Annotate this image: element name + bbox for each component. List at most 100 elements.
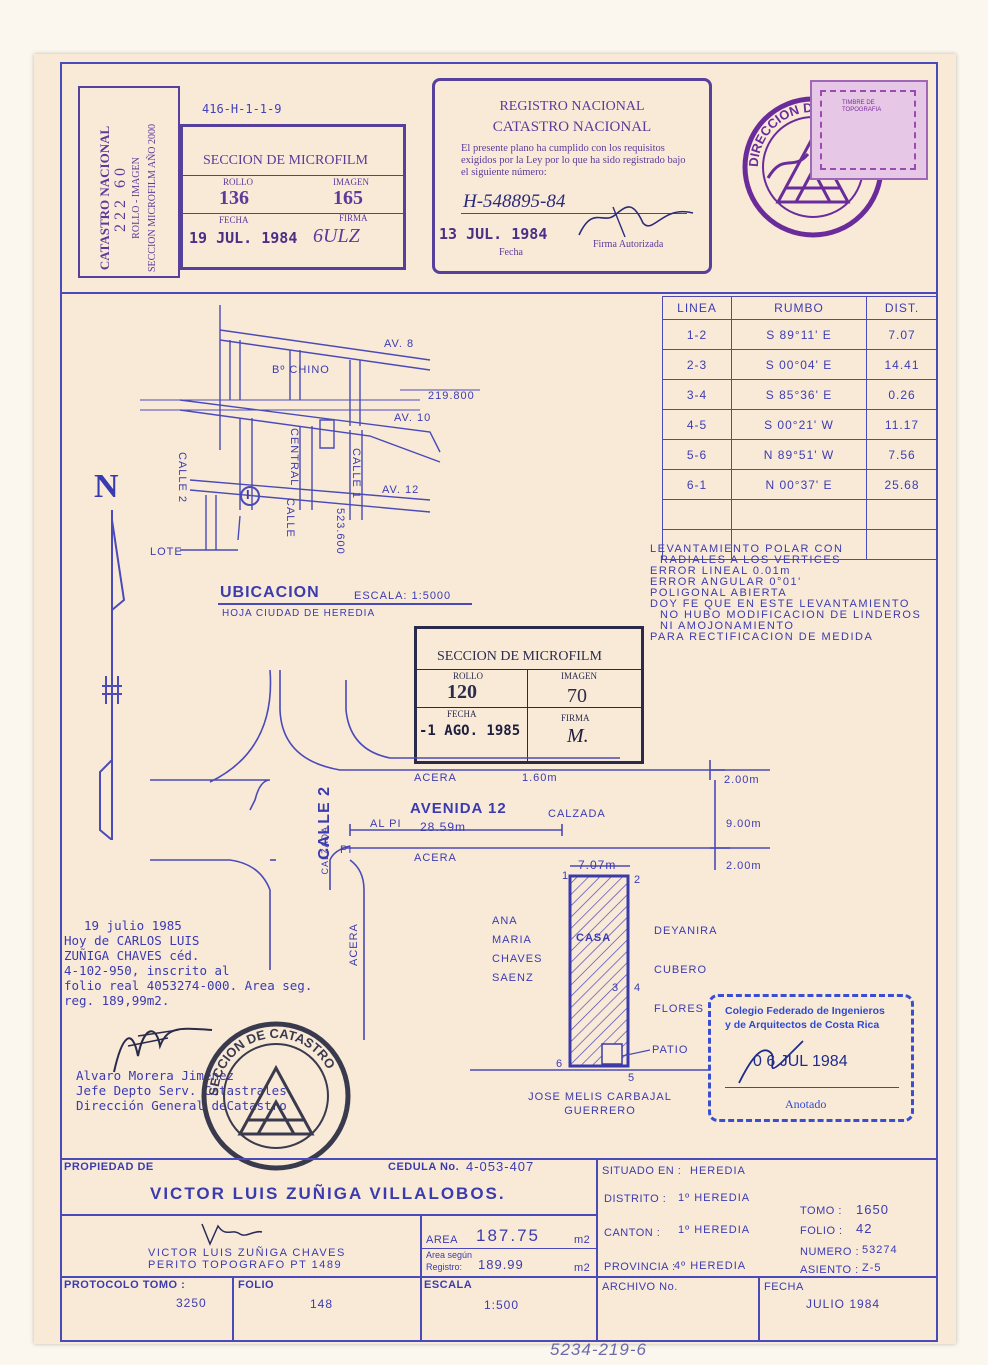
plan-dim-200a: 2.00m: [724, 774, 760, 786]
course-header-rumbo: RUMBO: [731, 296, 867, 320]
right-owner: DEYANIRA CUBERO FLORES: [654, 925, 718, 1015]
title-block-hline-1: [60, 1214, 596, 1216]
plan-vertex-1: 1: [562, 870, 570, 882]
microfilm-1-fecha: 19 JUL. 1984: [189, 229, 298, 247]
title-block-bottom-divider-1: [232, 1278, 234, 1342]
folio2-value: 148: [310, 1297, 334, 1311]
registro-line2: CATASTRO NACIONAL: [492, 119, 652, 135]
plan-vertex-3: 3: [612, 982, 620, 994]
tomo-label: TOMO :: [800, 1205, 842, 1217]
map-av10: AV. 10: [394, 412, 432, 424]
microfilm-1-rollo: 136: [219, 187, 249, 209]
note-2: RADIALES A LOS VERTICES: [660, 554, 842, 566]
colegio-line2: y de Arquitectos de Costa Rica: [725, 1019, 880, 1031]
footer-number: 5234-219-6: [550, 1340, 647, 1359]
fecha-label: FECHA: [764, 1281, 804, 1293]
numero-value: 53274: [862, 1244, 898, 1256]
map-calle1: CALLE 1: [350, 448, 362, 500]
microfilm-stamp-1: SECCION DE MICROFILM ROLLO IMAGEN 136 16…: [180, 124, 406, 270]
situado-label: SITUADO EN :: [602, 1165, 682, 1177]
note-9: PARA RECTIFICACION DE MEDIDA: [650, 631, 874, 643]
north-label: N: [94, 468, 119, 505]
surveyor-title: PERITO TOPOGRAFO PT 1489: [148, 1259, 343, 1271]
vertical-stamp-line1: CATASTRO NACIONAL: [97, 125, 112, 271]
map-coord2: 523.600: [334, 508, 346, 555]
plan-dim-707: 7.07m: [578, 858, 617, 872]
cedula-value: 4-053-407: [466, 1159, 535, 1174]
header-divider: [60, 292, 938, 294]
canton-label: CANTON :: [604, 1227, 661, 1239]
vertical-stamp-line4: SECCION MICROFILM AÑO 2000: [147, 123, 158, 273]
protocolo-label: PROTOCOLO TOMO :: [64, 1279, 186, 1291]
location-scale: ESCALA: 1:5000: [354, 590, 452, 602]
surveyor-signature: [201, 1223, 263, 1246]
title-block-vdivider: [596, 1158, 598, 1278]
survey-notes: LEVANTAMIENTO POLAR CON RADIALES A LOS V…: [650, 544, 940, 643]
asiento-label: ASIENTO :: [800, 1264, 859, 1276]
provincia-value: 4º HEREDIA: [674, 1260, 747, 1272]
title-block-hline-2: [60, 1276, 938, 1278]
escala-label: ESCALA: [424, 1279, 473, 1291]
situado-value: HEREDIA: [690, 1165, 746, 1177]
plan-dim-200b: 2.00m: [726, 860, 762, 872]
map-chino: Bº CHINO: [272, 364, 330, 376]
timbre-text: TIMBRE DE TOPOGRAFIA: [842, 100, 882, 113]
north-arrow: [99, 510, 126, 840]
registro-nacional-stamp: REGISTRO NACIONAL CATASTRO NACIONAL El p…: [432, 78, 712, 274]
site-plan: [150, 670, 770, 1071]
plan-vertex-4: 4: [634, 982, 642, 994]
location-subtitle: HOJA CIUDAD DE HEREDIA: [222, 608, 376, 619]
microfilm-2-fecha: -1 AGO. 1985: [419, 723, 521, 739]
colegio-signature: [738, 1040, 804, 1084]
bottom-owner: JOSE MELIS CARBAJAL GUERRERO: [528, 1091, 672, 1117]
registro-date: 13 JUL. 1984: [439, 225, 548, 243]
microfilm-2-firma: M.: [567, 725, 589, 747]
microfilm-1-title: SECCION DE MICROFILM: [203, 153, 368, 168]
microfilm-1-firma-label: FIRMA: [339, 213, 368, 223]
course-header-linea: LINEA: [662, 296, 732, 320]
timbre-topografia: TIMBRE DE TOPOGRAFIA: [810, 80, 928, 180]
microfilm-2-imagen-label: IMAGEN: [561, 671, 597, 681]
fecha-value: JULIO 1984: [806, 1297, 881, 1311]
map-lote-number: I: [246, 487, 250, 502]
table-row: [662, 499, 938, 530]
note-1: LEVANTAMIENTO POLAR CON: [650, 543, 844, 555]
left-owner: ANA MARIA CHAVES SAENZ: [492, 915, 543, 984]
location-underline: [218, 603, 472, 605]
vertical-stamp-line2: 222 60: [112, 164, 129, 232]
map-central: CENTRAL: [288, 428, 300, 487]
location-title: UBICACION: [220, 584, 320, 601]
file-ref: 416-H-1-1-9: [202, 102, 282, 116]
catastro-vertical-stamp: CATASTRO NACIONAL 222 60 ROLLO - IMAGEN …: [78, 86, 180, 278]
microfilm-1-imagen-label: IMAGEN: [333, 177, 369, 187]
registro-fecha-label: Fecha: [499, 247, 523, 258]
table-row: [662, 529, 938, 560]
archivo-label: ARCHIVO No.: [602, 1281, 678, 1293]
area-unit: m2: [574, 1234, 591, 1246]
microfilm-2-fecha-label: FECHA: [447, 709, 477, 719]
microfilm-2-rollo-label: ROLLO: [453, 671, 483, 681]
map-calle-a: CALLE: [284, 498, 296, 538]
sheet-border: [60, 62, 938, 1342]
microfilm-1-firma: 6ULZ: [313, 225, 360, 247]
plan-acera-mid: ACERA: [414, 852, 457, 864]
note-3: ERROR LINEAL 0.01m: [650, 565, 791, 577]
plan-dim-160: 1.60m: [522, 772, 558, 784]
area-label: AREA: [426, 1234, 458, 1246]
provincia-label: PROVINCIA :: [604, 1261, 676, 1273]
area-seg-value: 189.99: [478, 1257, 524, 1272]
annotation-text: 19 julio 1985 Hoy de CARLOS LUIS ZUÑIGA …: [64, 918, 313, 1008]
title-block-bottom-divider-3: [596, 1278, 598, 1342]
title-block-area-hline: [420, 1248, 596, 1249]
canton-value: 1º HEREDIA: [678, 1224, 751, 1236]
map-calle2: CALLE 2: [176, 452, 188, 504]
area-seg-unit: m2: [574, 1262, 591, 1274]
microfilm-1-rollo-label: ROLLO: [223, 177, 253, 187]
plan-calzada-b: CALZADA: [320, 826, 330, 875]
microfilm-2-rollo: 120: [447, 681, 477, 703]
